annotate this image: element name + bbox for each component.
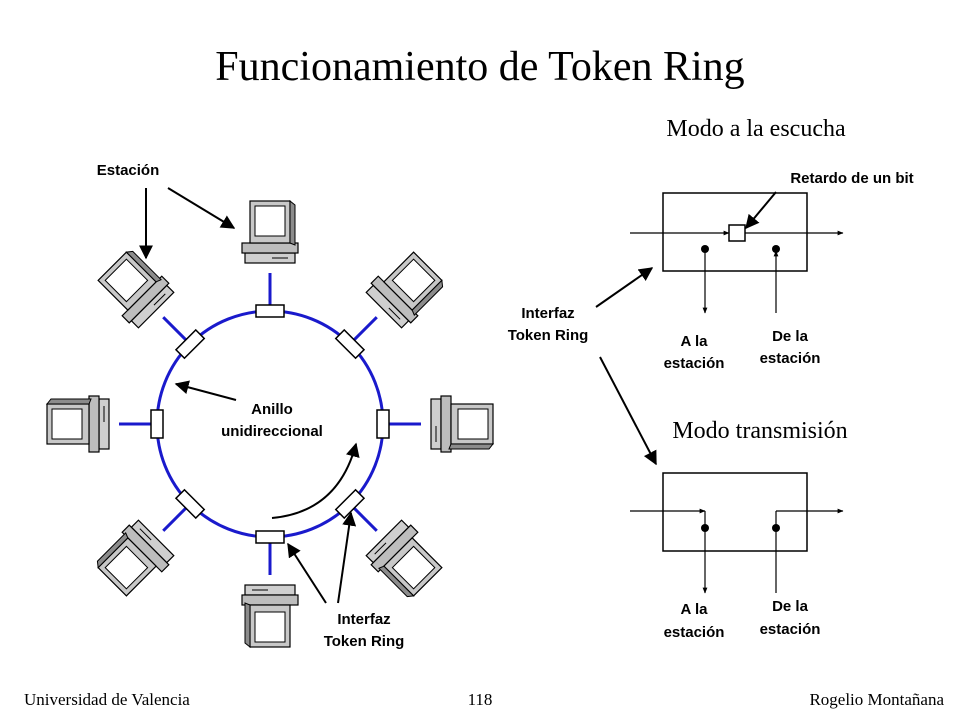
ring-label-line2: unidireccional — [221, 423, 323, 440]
listen-to-station-line2: estación — [664, 355, 725, 372]
listen-interface-box — [662, 192, 808, 272]
listen-from-station-line2: estación — [760, 350, 821, 367]
ring-label-arrow — [174, 380, 237, 401]
listen-to-station-line1: A la — [681, 333, 709, 350]
interface-arrow-bottom — [287, 542, 327, 604]
ring-elements — [46, 200, 494, 648]
ring-interface-bottom-left — [174, 488, 206, 520]
listen-from-station-line1: De la — [772, 328, 809, 345]
transmit-inject-node — [772, 524, 780, 532]
transmit-mode-title: Modo transmisión — [672, 418, 847, 444]
one-bit-delay — [728, 224, 746, 242]
transmit-to-station-line1: A la — [681, 601, 709, 618]
delay-arrow — [745, 191, 777, 230]
listen-mode-title: Modo a la escucha — [666, 116, 846, 142]
station-left-computer-icon — [46, 395, 110, 453]
transmit-tap-node — [701, 524, 709, 532]
delay-label: Retardo de un bit — [790, 170, 913, 187]
ring-interface-label-line2: Token Ring — [324, 633, 405, 650]
callout-arrow-down — [599, 356, 657, 466]
ring-interface-top-left — [174, 328, 206, 360]
footer-page-number: 118 — [468, 690, 493, 709]
footer-right: Rogelio Montañana — [809, 690, 944, 709]
transmit-interface-box — [662, 472, 808, 552]
callout-arrow-up — [595, 267, 654, 308]
ring-interface-right — [376, 409, 390, 439]
interface-callout: Interfaz Token Ring — [508, 267, 657, 466]
ring-direction-arrow — [271, 442, 360, 519]
slide-title: Funcionamiento de Token Ring — [215, 44, 744, 90]
station-arrow-top — [167, 187, 236, 229]
station-label: Estación — [97, 162, 160, 179]
ring-interface-top-right — [334, 328, 366, 360]
ring-label-line1: Anillo — [251, 401, 293, 418]
station-right-computer-icon — [430, 395, 494, 453]
transmit-from-station-line2: estación — [760, 621, 821, 638]
interface-callout-line2: Token Ring — [508, 327, 589, 344]
footer-left: Universidad de Valencia — [24, 690, 190, 709]
transmit-to-station-line2: estación — [664, 624, 725, 641]
ring-interface-bottom — [255, 530, 285, 544]
listen-mode-diagram: Modo a la escucha Retardo de un bit A la… — [630, 116, 914, 372]
transmit-mode-diagram: Modo transmisión A la estación De la est… — [630, 418, 848, 641]
ring-interface-bottom-right — [334, 488, 366, 520]
station-top-computer-icon — [241, 200, 299, 264]
ring-diagram: Estación Anillo unidireccional Interfaz … — [46, 162, 494, 650]
interface-callout-line1: Interfaz — [521, 305, 574, 322]
ring-interface-left — [150, 409, 164, 439]
transmit-from-station-line1: De la — [772, 598, 809, 615]
ring-interface-top — [255, 304, 285, 318]
interface-arrow-bottom-right — [337, 511, 357, 604]
ring-interface-label-line1: Interfaz — [337, 611, 390, 628]
station-bottom-computer-icon — [241, 584, 299, 648]
